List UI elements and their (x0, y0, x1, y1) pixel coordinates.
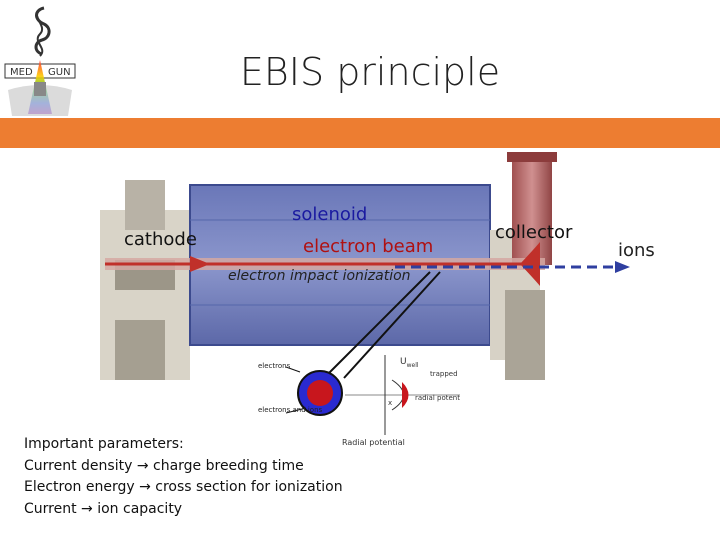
inset-electrons-label: electrons (258, 362, 291, 370)
collector-body (512, 155, 552, 265)
parameter-item: Electron energy → cross section for ioni… (24, 479, 343, 495)
x-label: x (388, 399, 392, 407)
accent-bar (0, 118, 720, 148)
radial-potential-inset: electrons electrons and ions Uwell trapp… (258, 355, 460, 447)
radial-potential-caption: Radial potential (342, 438, 405, 447)
logo-text-med: MED (10, 67, 33, 78)
parameter-item: Current density → charge breeding time (24, 457, 304, 474)
parameters-block: Important parameters: Current density → … (24, 434, 343, 520)
radial-potential-label: radial potential (415, 394, 460, 402)
cathode-assembly (125, 180, 165, 230)
logo-text-gun: GUN (48, 67, 71, 78)
ionization-label: electron impact ionization (228, 268, 411, 284)
ebis-apparatus-diagram (100, 152, 630, 380)
inset-electrons-ions-label: electrons and ions (258, 406, 323, 414)
collector-label: collector (495, 222, 573, 243)
med-gun-logo: MED GUN (4, 6, 76, 116)
uwell-label: Uwell (400, 357, 419, 369)
solenoid-label: solenoid (292, 204, 368, 225)
electron-beam-label: electron beam (303, 236, 434, 257)
slide-title: EBIS principle (239, 50, 501, 94)
parameter-item: Current → ion capacity (24, 500, 183, 517)
trapped-ions-label: trapped ions (430, 370, 460, 378)
parameters-heading: Important parameters: (24, 436, 184, 452)
cathode-label: cathode (124, 229, 197, 250)
ions-label: ions (618, 240, 655, 261)
